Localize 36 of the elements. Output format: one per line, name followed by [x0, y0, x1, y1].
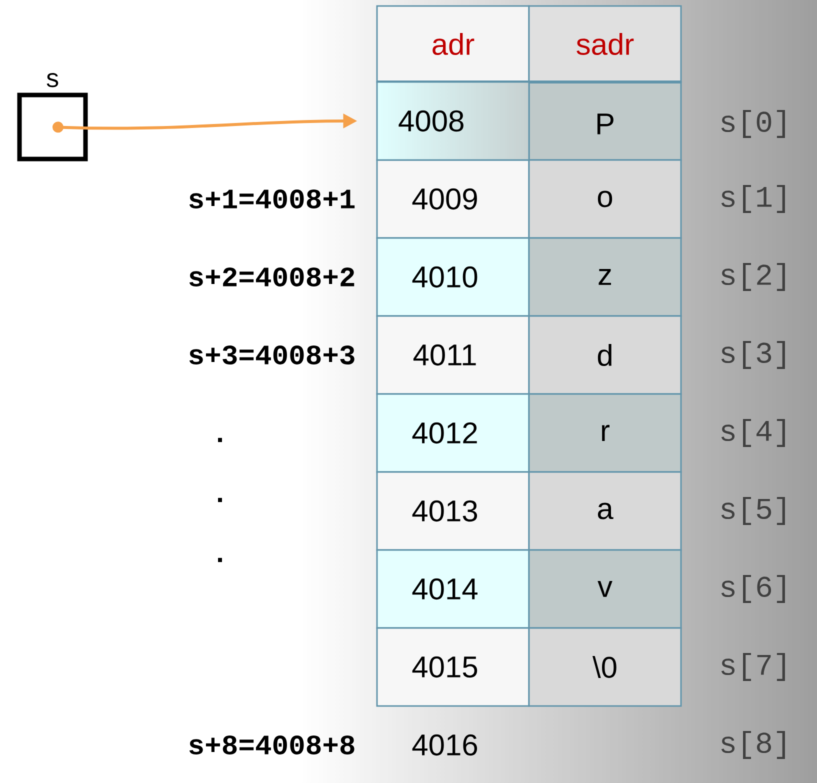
table-cell-text: \0 — [592, 656, 616, 678]
index-label: s[0] — [721, 110, 785, 138]
table-cell-text: 4015 — [412, 656, 478, 678]
index-label: s[2] — [721, 263, 785, 291]
table-cell-text: 4009 — [412, 188, 477, 210]
table-cell-text: 4012 — [412, 422, 477, 444]
table-cell-text: 4016 — [412, 734, 478, 756]
pointer-box: s — [17, 73, 88, 162]
table-cell-text: 4010 — [412, 266, 478, 288]
address-expression: s+1=4008+1 — [189, 190, 355, 208]
table-cell: 4008 — [376, 81, 530, 161]
index-label: s[7] — [721, 653, 785, 681]
ellipsis-dot: . — [218, 558, 222, 562]
table-cell-text: d — [598, 344, 612, 366]
ellipsis-dot: . — [218, 438, 222, 442]
column-header: sadr — [576, 32, 634, 55]
table-cell-text: 4011 — [413, 344, 476, 366]
node-label: s — [46, 72, 58, 88]
table-cell-text: v — [598, 581, 612, 597]
table-cell-text: z — [598, 269, 611, 285]
table-cell-text: P — [597, 114, 614, 134]
table-cell-text: 4013 — [412, 500, 478, 522]
index-label: s[6] — [721, 575, 785, 603]
address-expression: s+3=4008+3 — [189, 345, 354, 364]
index-label: s[5] — [721, 497, 785, 525]
table-cell-text: a — [598, 502, 614, 520]
table-cell-text: r — [602, 424, 610, 442]
index-label: s[4] — [721, 419, 785, 447]
table-cell-text: 4014 — [412, 578, 478, 600]
address-expression: s+2=4008+2 — [189, 267, 354, 286]
index-label: s[1] — [721, 185, 785, 213]
index-label: s[3] — [721, 341, 785, 369]
ellipsis-dot: . — [218, 498, 222, 502]
index-label: s[8] — [721, 731, 785, 759]
address-expression: s+8=4008+8 — [189, 735, 354, 754]
table-cell-text: o — [598, 190, 612, 208]
